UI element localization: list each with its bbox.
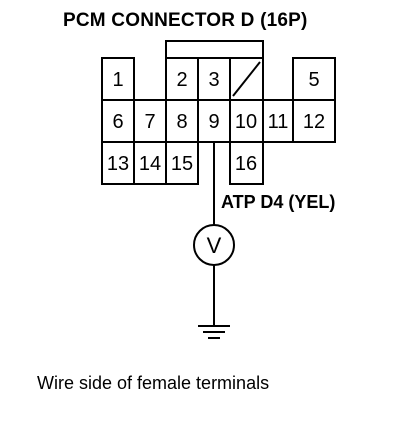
terminal-14: 14 xyxy=(139,153,161,175)
terminal-10: 10 xyxy=(235,111,257,133)
terminal-1: 1 xyxy=(112,69,123,91)
diagram-caption: Wire side of female terminals xyxy=(37,373,270,393)
terminal-3: 3 xyxy=(208,69,219,91)
connector-title: PCM CONNECTOR D (16P) xyxy=(63,10,308,31)
terminal-5: 5 xyxy=(308,69,319,91)
terminal-13: 13 xyxy=(107,153,129,175)
terminal-12: 12 xyxy=(303,111,325,133)
terminal-6: 6 xyxy=(112,111,123,133)
terminal-15: 15 xyxy=(171,153,193,175)
wire-label: ATP D4 (YEL) xyxy=(221,192,336,212)
terminal-row-2 xyxy=(101,99,336,143)
terminal-9: 9 xyxy=(208,111,219,133)
voltmeter-symbol: V xyxy=(207,233,222,258)
terminal-16: 16 xyxy=(235,153,257,175)
unused-terminal-slash xyxy=(232,61,261,97)
terminal-11: 11 xyxy=(268,111,289,133)
terminal-cell-16 xyxy=(229,141,264,185)
terminal-2: 2 xyxy=(176,69,187,91)
terminal-8: 8 xyxy=(176,111,187,133)
terminal-7: 7 xyxy=(144,111,155,133)
terminal-cells-13-15 xyxy=(101,141,199,185)
